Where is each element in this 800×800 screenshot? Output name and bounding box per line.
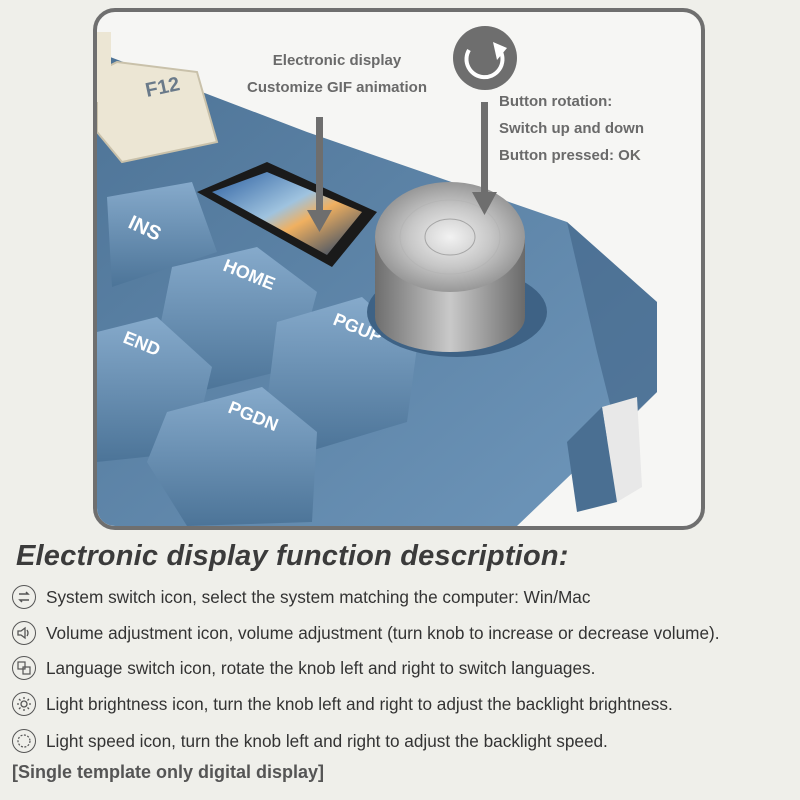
knob-callout-line2: Switch up and down [499, 120, 644, 137]
list-item: System switch icon, select the system ma… [12, 582, 590, 612]
display-arrow-shaft [316, 117, 323, 212]
knob-callout-line3: Button pressed: OK [499, 147, 641, 164]
case-foot [602, 397, 642, 502]
display-callout-line2: Customize GIF animation [246, 79, 427, 96]
key-pgdn: PGDN [147, 387, 317, 526]
knob-arrow-shaft [481, 102, 488, 194]
list-item: Light brightness icon, turn the knob lef… [12, 689, 673, 719]
electronic-display [197, 162, 377, 267]
rotary-knob [375, 182, 525, 352]
knob-arrow-head [472, 192, 497, 215]
knob-callout-line1: Button rotation: [499, 93, 613, 110]
item-text: Light brightness icon, turn the knob lef… [46, 693, 673, 714]
item-text: System switch icon, select the system ma… [46, 586, 591, 607]
key-f12: F12 [97, 60, 219, 164]
section-title: Electronic display function description: [16, 540, 569, 572]
language-switch-icon [12, 656, 36, 680]
brightness-icon [12, 692, 36, 716]
list-item: Light speed icon, turn the knob left and… [12, 726, 608, 756]
system-switch-icon [12, 585, 36, 609]
footnote: [Single template only digital display] [12, 762, 325, 782]
case-edge [567, 222, 657, 432]
display-arrow-head [307, 210, 332, 232]
list-item: Language switch icon, rotate the knob le… [12, 653, 595, 683]
item-text: Light speed icon, turn the knob left and… [46, 730, 608, 751]
product-photo: F12 INS HOME END PGUP PGDN [93, 8, 705, 530]
case-foot-shadow [567, 407, 617, 512]
item-text: Language switch icon, rotate the knob le… [46, 657, 596, 678]
volume-icon [12, 621, 36, 645]
rotation-icon [453, 26, 517, 90]
display-callout: Electronic display Customize GIF animati… [237, 47, 437, 101]
keyboard-illustration: F12 INS HOME END PGUP PGDN [97, 26, 657, 526]
light-speed-icon [12, 729, 36, 753]
list-item: Volume adjustment icon, volume adjustmen… [12, 618, 720, 648]
item-text: Volume adjustment icon, volume adjustmen… [46, 622, 720, 643]
display-callout-line1: Electronic display [272, 52, 402, 69]
knob-callout: Button rotation: Switch up and down Butt… [499, 88, 699, 169]
key-ins: INS [107, 182, 217, 287]
key-cream-partial [97, 32, 111, 102]
